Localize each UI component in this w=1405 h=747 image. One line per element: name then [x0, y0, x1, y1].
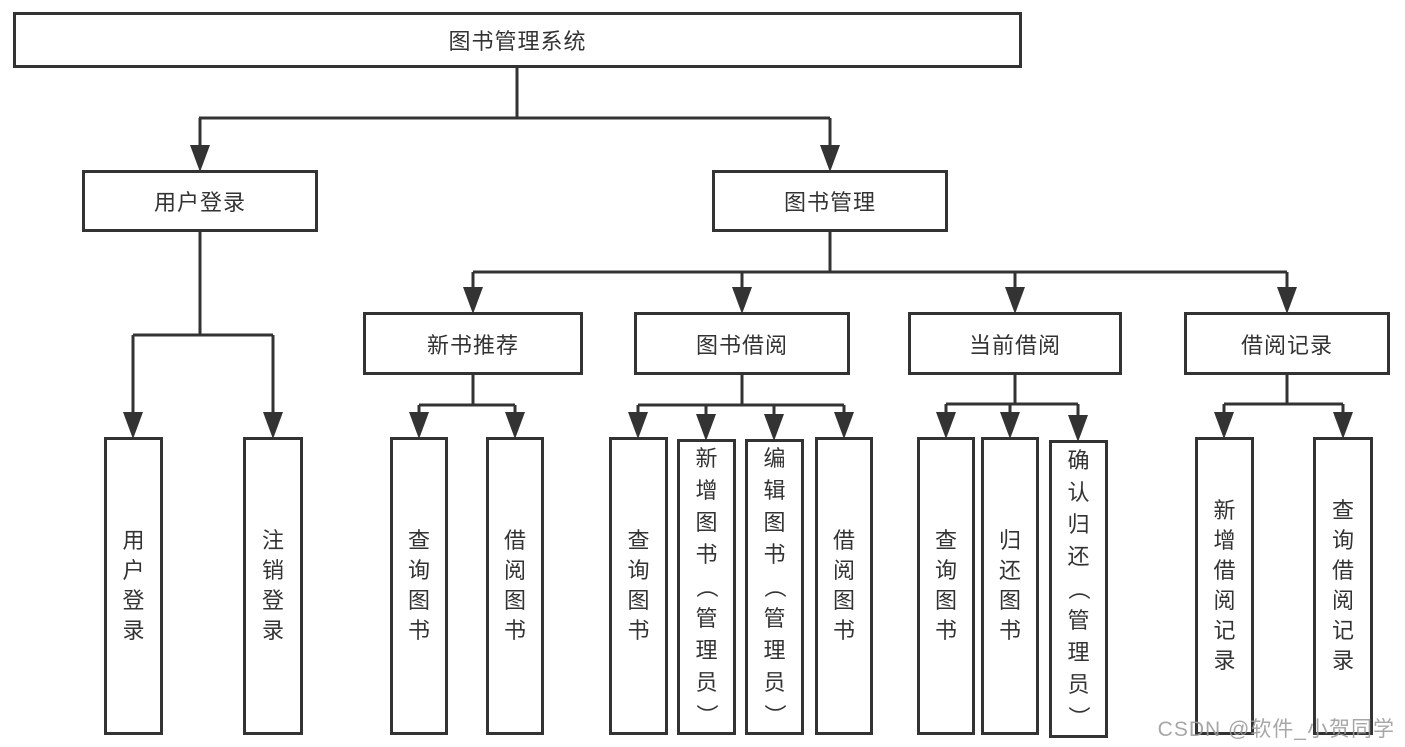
leaf-query-books-3-label: 查询图书 [934, 528, 957, 643]
leaf-confirm-return-admin-label: 确认归还（管理员） [1066, 448, 1092, 729]
leaf-query-books-2-label: 查询图书 [627, 528, 650, 643]
leaf-confirm-return-admin: 确认归还（管理员） [1049, 440, 1108, 738]
leaf-add-books-admin: 新增图书（管理员） [677, 439, 736, 735]
leaf-query-books-1: 查询图书 [390, 437, 448, 735]
leaf-borrow-books-1-label: 借阅图书 [503, 528, 526, 643]
leaf-logout: 注销登录 [243, 437, 303, 735]
leaf-query-borrow-record-label: 查询借阅记录 [1331, 498, 1354, 673]
leaf-query-books-1-label: 查询图书 [407, 528, 430, 643]
leaf-user-login-label: 用户登录 [122, 528, 145, 643]
leaf-query-borrow-record: 查询借阅记录 [1313, 437, 1373, 735]
leaf-borrow-books-1: 借阅图书 [486, 437, 544, 735]
leaf-add-books-admin-label: 新增图书（管理员） [694, 446, 720, 727]
node-root: 图书管理系统 [13, 12, 1022, 68]
leaf-add-borrow-record-label: 新增借阅记录 [1213, 498, 1236, 673]
leaf-logout-label: 注销登录 [261, 528, 284, 643]
node-borrowing-records: 借阅记录 [1184, 312, 1390, 375]
leaf-query-books-2: 查询图书 [609, 437, 668, 735]
leaf-query-books-3: 查询图书 [917, 437, 975, 735]
node-book-borrowing: 图书借阅 [634, 312, 850, 375]
leaf-user-login: 用户登录 [104, 437, 163, 735]
leaf-add-borrow-record: 新增借阅记录 [1195, 437, 1254, 735]
leaf-return-books-label: 归还图书 [998, 528, 1021, 643]
node-current-borrowing: 当前借阅 [908, 312, 1122, 375]
node-book-management: 图书管理 [712, 170, 948, 232]
leaf-borrow-books-2-label: 借阅图书 [832, 528, 855, 643]
leaf-edit-books-admin-label: 编辑图书（管理员） [762, 446, 788, 727]
leaf-edit-books-admin: 编辑图书（管理员） [745, 439, 804, 735]
node-new-book-recommend: 新书推荐 [363, 312, 583, 375]
leaf-borrow-books-2: 借阅图书 [815, 437, 873, 735]
leaf-return-books: 归还图书 [981, 437, 1039, 735]
node-user-login: 用户登录 [82, 170, 318, 232]
